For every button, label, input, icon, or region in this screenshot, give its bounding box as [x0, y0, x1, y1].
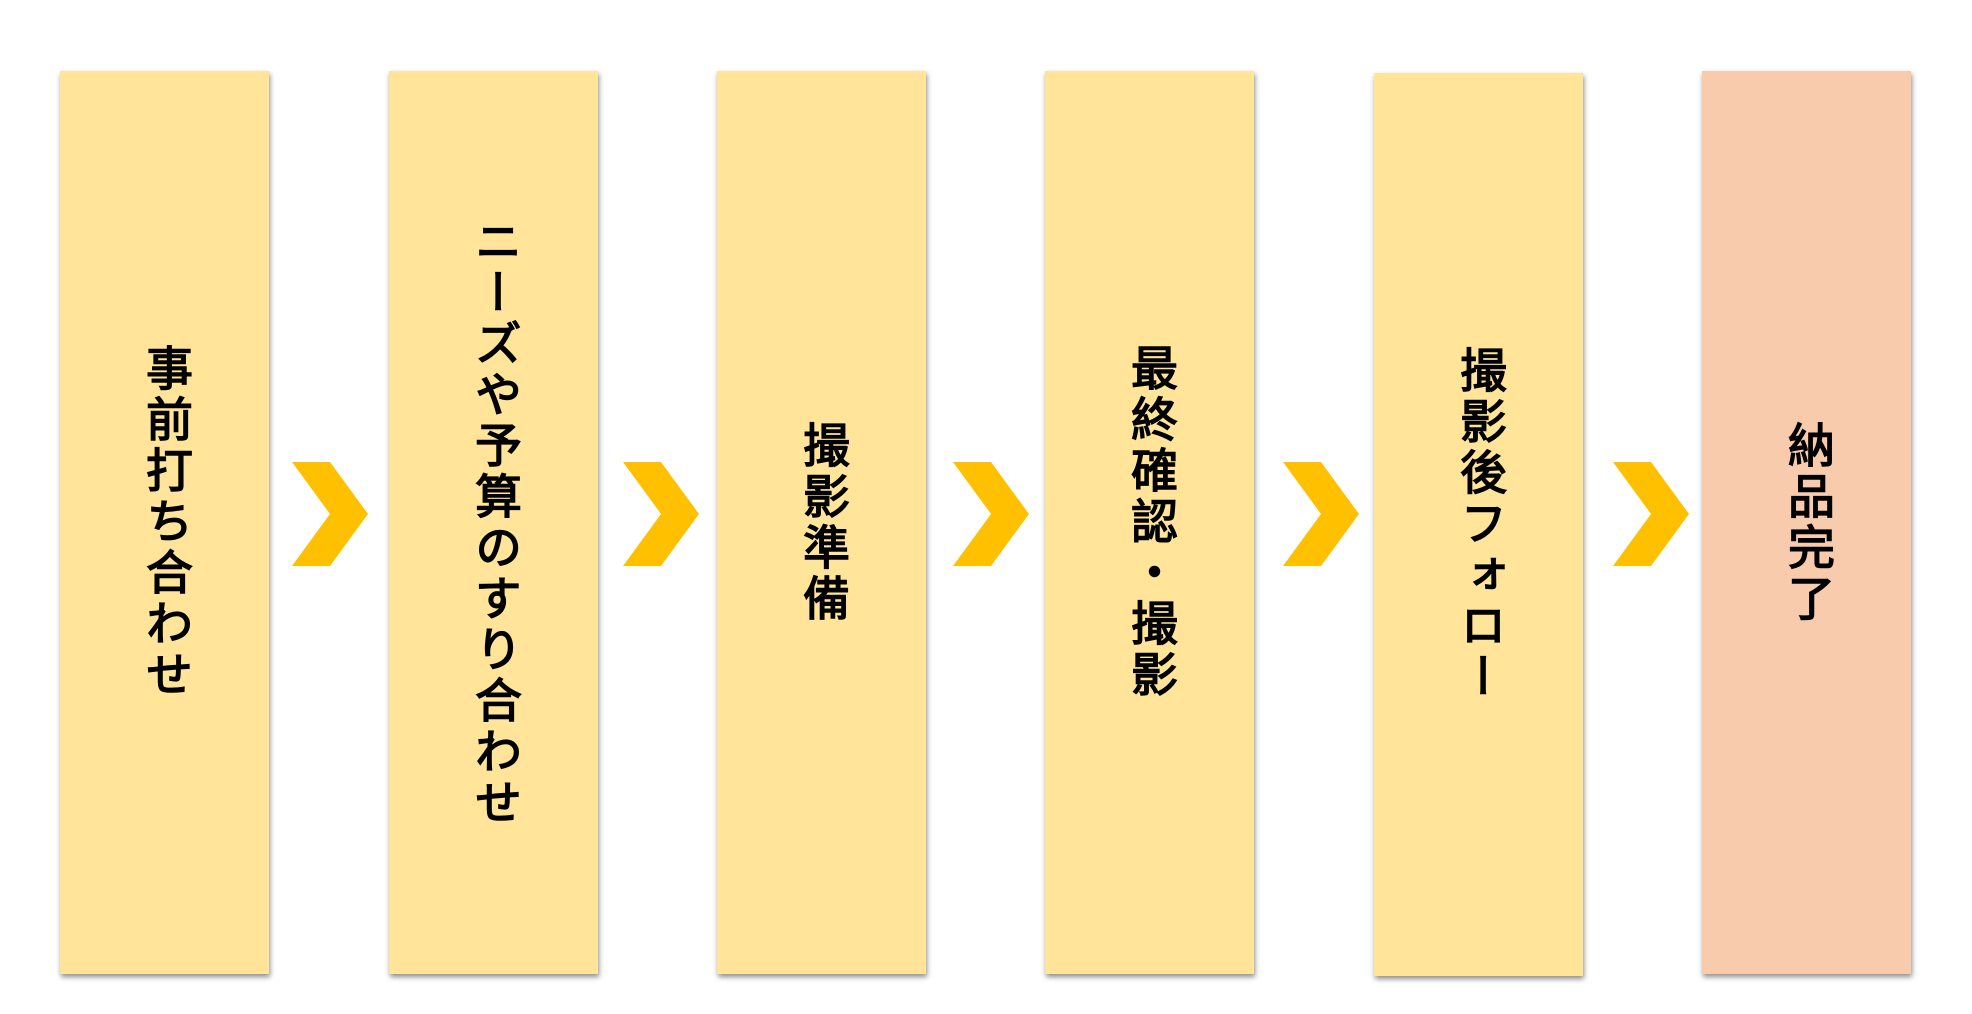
step-post-shoot-follow-up: 撮影後フォロー [1374, 73, 1583, 976]
step-label: ニーズや予算のすり合わせ [466, 216, 521, 829]
step-label: 納品完了 [1779, 420, 1834, 625]
step-label: 最終確認・撮影 [1122, 344, 1177, 701]
step-label: 撮影後フォロー [1451, 346, 1506, 703]
step-shoot-preparation: 撮影準備 [717, 71, 926, 974]
step-pre-meeting: 事前打ち合わせ [60, 71, 269, 974]
chevron-right-icon [953, 462, 1029, 566]
chevron-right-icon [1283, 462, 1359, 566]
step-label: 事前打ち合わせ [137, 344, 192, 701]
step-label: 撮影準備 [794, 420, 849, 625]
chevron-right-icon [1613, 462, 1689, 566]
step-delivery-complete: 納品完了 [1702, 71, 1911, 974]
step-final-check-shoot: 最終確認・撮影 [1045, 71, 1254, 974]
chevron-right-icon [623, 462, 699, 566]
step-needs-budget-alignment: ニーズや予算のすり合わせ [389, 71, 598, 974]
chevron-right-icon [292, 462, 368, 566]
